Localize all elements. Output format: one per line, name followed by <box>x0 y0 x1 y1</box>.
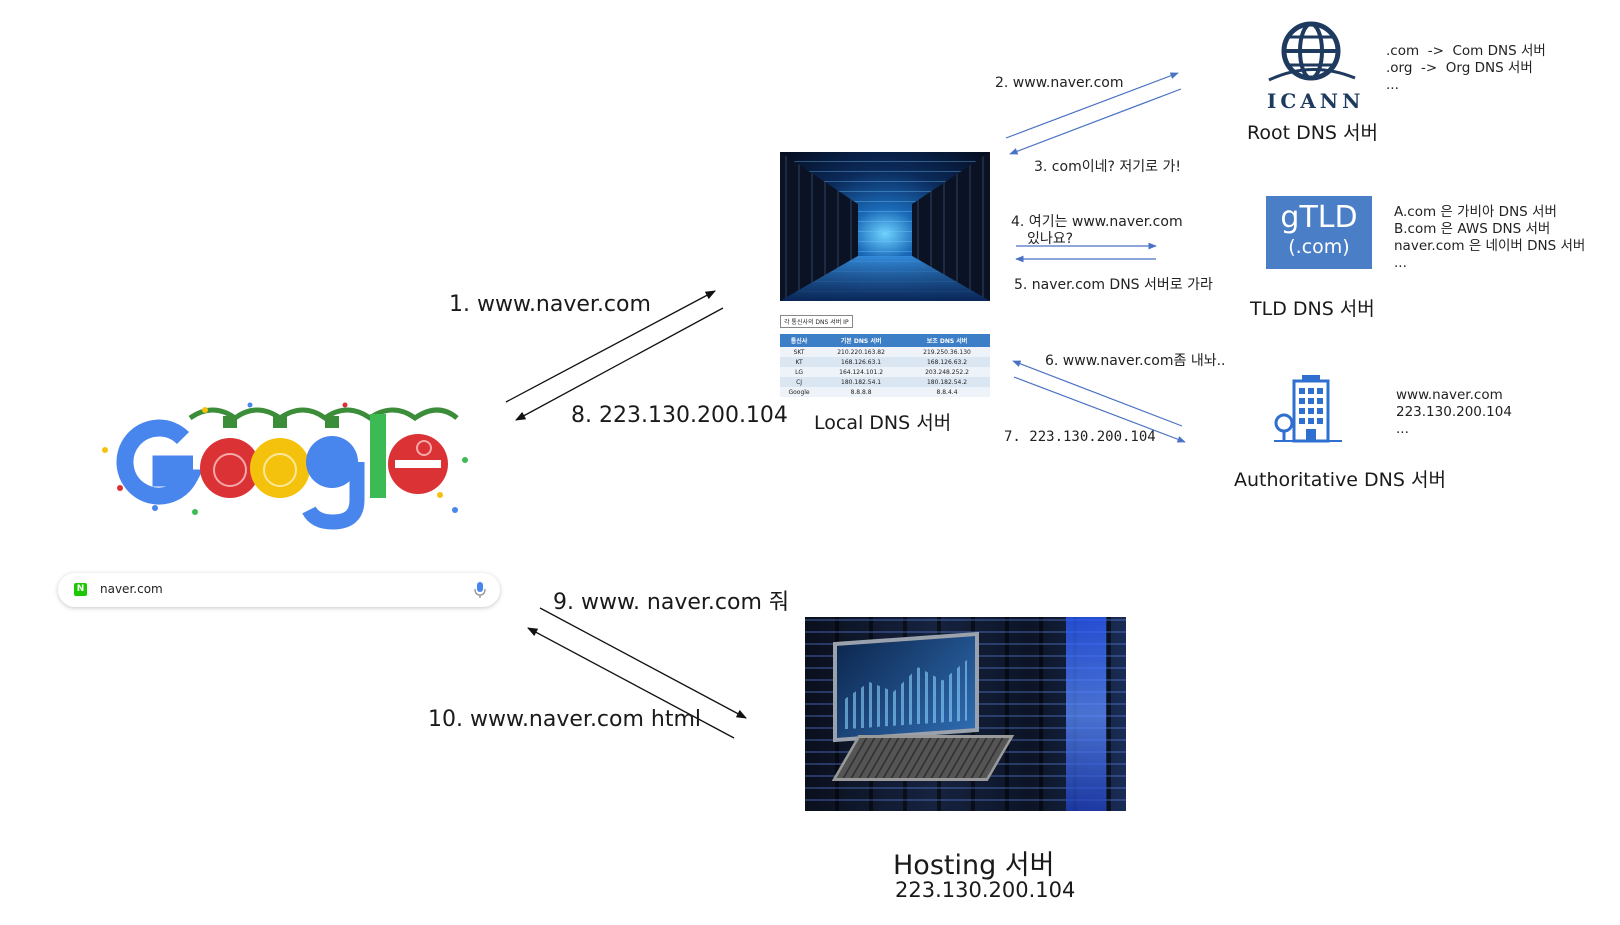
step-5-label: 5. naver.com DNS 서버로 가라 <box>1014 277 1213 293</box>
hosting-ip: 223.130.200.104 <box>895 878 1076 902</box>
gtld-subtitle: (.com) <box>1288 236 1350 258</box>
local-dns-server-image <box>780 152 990 301</box>
arrow-step-8 <box>515 307 724 421</box>
note-line: www.naver.com <box>1396 387 1503 403</box>
dns-ip-table: 각 통신사의 DNS 서버 IP 통신사 기본 DNS 서버 보조 DNS 서버… <box>780 309 990 397</box>
table-row: LG 164.124.101.2 203.248.252.2 <box>780 367 990 377</box>
table-cell: 168.126.63.1 <box>818 357 905 367</box>
table-cell: 219.250.36.130 <box>904 347 990 357</box>
table-header: 통신사 <box>780 334 819 347</box>
table-cell: LG <box>780 367 819 377</box>
table-cell: CJ <box>780 377 819 387</box>
table-row: SKT 210.220.163.82 219.250.36.130 <box>780 347 990 357</box>
note-line: ... <box>1386 77 1399 93</box>
note-line: ... <box>1394 255 1407 271</box>
step-9-label: 9. www. naver.com 줘 <box>553 590 790 615</box>
icann-logo-text: ICANN <box>1267 89 1365 113</box>
icann-globe-icon <box>1268 21 1356 82</box>
table-cell: 210.220.163.82 <box>818 347 905 357</box>
step-10-label: 10. www.naver.com html <box>428 707 702 732</box>
gtld-title: gTLD <box>1280 200 1358 235</box>
step-2-label: 2. www.naver.com <box>995 75 1124 91</box>
table-cell: 203.248.252.2 <box>904 367 990 377</box>
note-line: 223.130.200.104 <box>1396 404 1512 420</box>
step-8-label: 8. 223.130.200.104 <box>571 403 788 428</box>
arrow-step-2 <box>1005 72 1179 139</box>
authoritative-dns-label: Authoritative DNS 서버 <box>1234 469 1446 491</box>
root-dns-note: .com -> Com DNS 서버 .org -> Org DNS 서버 ..… <box>1386 43 1546 94</box>
arrow-step-6 <box>1012 360 1183 427</box>
hosting-server-image <box>805 617 1126 811</box>
hosting-label: Hosting 서버 <box>893 850 1055 881</box>
step-4-label-line2: 있나요? <box>1027 231 1074 247</box>
arrow-step-7 <box>1013 376 1186 443</box>
table-cell: 168.126.63.2 <box>904 357 990 367</box>
table-row: Google 8.8.8.8 8.8.4.4 <box>780 387 990 397</box>
search-query[interactable]: naver.com <box>100 582 163 596</box>
arrow-step-3 <box>1009 88 1182 155</box>
tld-dns-label: TLD DNS 서버 <box>1250 298 1375 320</box>
table-row: KT 168.126.63.1 168.126.63.2 <box>780 357 990 367</box>
building-icon <box>1274 375 1342 443</box>
table-header: 기본 DNS 서버 <box>818 334 905 347</box>
note-line: naver.com 은 네이버 DNS 서버 <box>1394 238 1586 254</box>
note-line: .com -> Com DNS 서버 <box>1386 43 1546 59</box>
tld-dns-note: A.com 은 가비아 DNS 서버 B.com 은 AWS DNS 서버 na… <box>1394 204 1585 272</box>
arrow-step-9 <box>539 607 747 719</box>
table-cell: SKT <box>780 347 819 357</box>
table-cell: Google <box>780 387 819 397</box>
table-cell: 180.182.54.1 <box>818 377 905 387</box>
note-line: B.com 은 AWS DNS 서버 <box>1394 221 1551 237</box>
search-bar[interactable]: N naver.com <box>58 573 500 607</box>
root-dns-label: Root DNS 서버 <box>1247 122 1378 144</box>
authoritative-dns-note: www.naver.com 223.130.200.104 ... <box>1396 387 1512 438</box>
mic-icon[interactable] <box>474 581 486 599</box>
table-cell: KT <box>780 357 819 367</box>
arrow-step-1 <box>505 290 716 403</box>
table-cell: 180.182.54.2 <box>904 377 990 387</box>
google-holiday-logo <box>102 402 468 530</box>
dns-table-title: 각 통신사의 DNS 서버 IP <box>780 315 853 328</box>
step-7-label: 7. 223.130.200.104 <box>1004 429 1156 445</box>
naver-icon: N <box>74 583 87 596</box>
table-cell: 8.8.4.4 <box>904 387 990 397</box>
step-1-label: 1. www.naver.com <box>449 292 651 317</box>
table-cell: 164.124.101.2 <box>818 367 905 377</box>
arrow-step-10 <box>527 627 735 739</box>
table-cell: 8.8.8.8 <box>818 387 905 397</box>
note-line: .org -> Org DNS 서버 <box>1386 60 1533 76</box>
step-6-label: 6. www.naver.com좀 내놔.. <box>1045 353 1226 369</box>
local-dns-label: Local DNS 서버 <box>814 412 952 434</box>
gtld-box: gTLD (.com) <box>1266 196 1372 269</box>
note-line: A.com 은 가비아 DNS 서버 <box>1394 204 1557 220</box>
step-4-label-line1: 4. 여기는 www.naver.com <box>1011 214 1183 230</box>
step-3-label: 3. com이네? 저기로 가! <box>1034 159 1181 175</box>
table-row: CJ 180.182.54.1 180.182.54.2 <box>780 377 990 387</box>
note-line: ... <box>1396 421 1409 437</box>
table-header: 보조 DNS 서버 <box>904 334 990 347</box>
